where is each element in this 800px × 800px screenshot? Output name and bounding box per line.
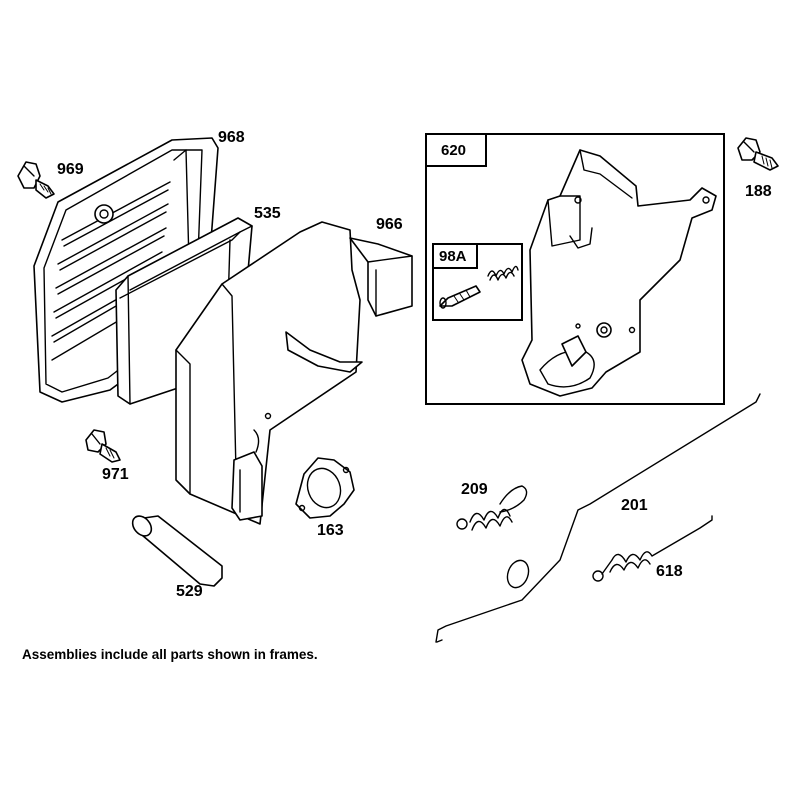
part-529-tube: [131, 515, 223, 587]
part-618-spring: [592, 515, 713, 582]
frame-98a: [432, 243, 523, 321]
frame-620: [425, 133, 725, 405]
part-201-link-rod: [435, 393, 761, 643]
label-163: 163: [317, 522, 344, 539]
part-163-gasket: [295, 457, 355, 519]
label-966: 966: [376, 216, 403, 233]
label-971: 971: [102, 466, 129, 483]
part-620-control-bracket: [521, 149, 717, 397]
assemblies-note: Assemblies include all parts shown in fr…: [22, 647, 318, 662]
label-968: 968: [218, 129, 245, 146]
label-969: 969: [57, 161, 84, 178]
part-969-screw: [17, 161, 55, 199]
part-971-screw: [85, 429, 121, 463]
part-188-screw: [737, 137, 779, 171]
part-209-spring: [456, 485, 528, 531]
label-620: 620: [441, 142, 467, 159]
label-209: 209: [461, 481, 488, 498]
label-98a: 98A: [439, 248, 467, 265]
label-529: 529: [176, 583, 203, 600]
part-98a-screw-spring: [439, 265, 519, 309]
label-535: 535: [254, 205, 281, 222]
label-201: 201: [621, 497, 648, 514]
label-618: 618: [656, 563, 683, 580]
label-188: 188: [745, 183, 772, 200]
part-966-cover: [175, 221, 413, 525]
